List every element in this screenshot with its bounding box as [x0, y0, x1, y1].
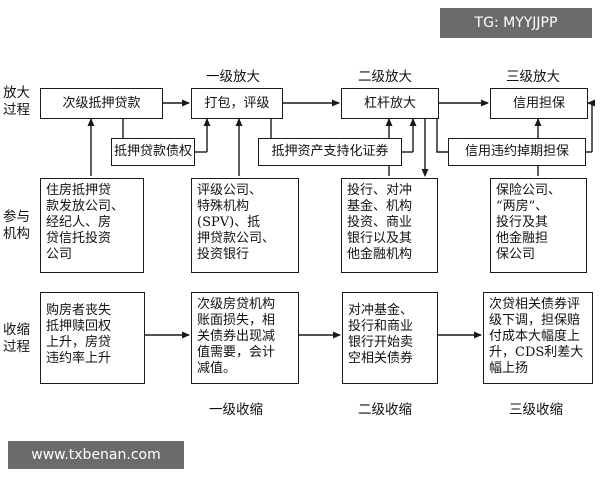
- box-participants-originators: 住房抵押贷 款发放公司、 经纪人、房 贷信托投资 公司: [40, 178, 144, 273]
- stage-shrink-1: 一级收缩: [209, 402, 263, 418]
- box-shrink-guarantors: 次贷相关债券评 级下调，担保赔 付成本大幅度上 升，CDS利差大 幅上扬: [483, 292, 593, 384]
- box-cds-guarantee: 信用违约掉期担保: [448, 138, 586, 166]
- box-mbs: 抵押资产支持化证券: [258, 138, 402, 166]
- watermark-top-right: TG: MYYJJPP: [440, 8, 592, 38]
- stage-shrink-3: 三级收缩: [509, 402, 563, 418]
- box-participants-investors: 投行、对冲 基金、机构 投资、商业 银行以及其 他金融机构: [341, 178, 438, 273]
- stage-expand-2: 二级放大: [358, 69, 412, 85]
- watermark-bottom-left: www.txbenan.com: [8, 441, 184, 469]
- arrow-leverage-to-cds: [436, 119, 448, 153]
- box-package-rating: 打包，评级: [191, 88, 283, 119]
- box-subprime-loan: 次级抵押贷款: [40, 88, 163, 119]
- box-shrink-lenders: 次级房贷机构 账面损失，相 关债券出现减 值需要，会计 减值。: [191, 292, 299, 384]
- box-shrink-investors: 对冲基金、 投行和商业 银行开始卖 空相关债券: [342, 292, 438, 384]
- box-participants-rating: 评级公司、 特殊机构 (SPV)、抵 押贷款公司、 投资银行: [191, 178, 299, 273]
- box-credit-guarantee: 信用担保: [490, 88, 588, 119]
- box-shrink-homeowners: 购房者丧失 抵押赎回权 上升，房贷 违约率上升: [40, 292, 145, 384]
- box-mortgage-claims: 抵押贷款债权: [111, 138, 195, 166]
- row-label-participants: 参与 机构: [3, 209, 30, 242]
- stage-expand-1: 一级放大: [206, 69, 260, 85]
- row-label-expand: 放大 过程: [3, 85, 30, 118]
- stage-expand-3: 三级放大: [506, 69, 560, 85]
- box-leverage: 杠杆放大: [341, 88, 439, 119]
- row-label-shrink: 收缩 过程: [3, 322, 30, 355]
- box-participants-guarantors: 保险公司、 “两房”、 投行及其 他金融担 保公司: [490, 178, 587, 273]
- stage-shrink-2: 二级收缩: [358, 402, 412, 418]
